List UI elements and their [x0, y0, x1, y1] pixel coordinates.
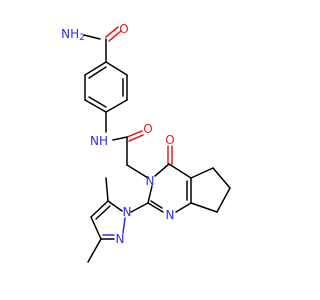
bond-methyl-3	[87, 238, 102, 263]
bond-c7a-n1	[175, 202, 192, 213]
bond-benzene-6	[84, 61, 107, 76]
atom-oxo-o: O	[165, 133, 174, 147]
bond-benzene-4	[84, 99, 107, 113]
bond-pz-n2-n1	[122, 217, 126, 234]
atom-labels: NH2 O NH O N O N N N	[61, 22, 175, 246]
bonds	[83, 26, 231, 263]
bond-pz-c5-c4-double	[95, 205, 111, 220]
bond-cp-3	[216, 187, 231, 213]
bond-benzene-inner-2	[88, 96, 107, 108]
bond-ch2-n3	[126, 164, 149, 179]
atom-pyrazole-n2: N	[116, 232, 125, 246]
atom-linker-nh: NH	[90, 134, 108, 148]
bond-n1-c2	[147, 202, 164, 213]
bond-methyl-5	[105, 177, 109, 202]
bond-benzene-3	[105, 99, 128, 113]
bond-benzene-inner-3	[88, 66, 107, 79]
bond-cp-4	[190, 202, 218, 213]
atom-pyrazole-n1: N	[123, 205, 132, 219]
bond-c2-n3	[147, 185, 153, 204]
bond-c2-pyrazole	[130, 202, 149, 213]
bond-pz-n1-c5	[107, 200, 123, 212]
bond-benzene-1	[105, 61, 128, 76]
bond-pz-c4-c3	[90, 216, 102, 240]
atom-acetamide-o: O	[143, 122, 152, 136]
bond-pz-c5-c4	[90, 200, 109, 218]
atom-amide-nh2: NH2	[61, 27, 85, 43]
bond-amide-c-n	[83, 34, 101, 40]
bond-amide-c-o	[105, 26, 119, 38]
bond-acetamide-c-o	[126, 130, 143, 138]
bond-acetamide-c-o-double	[128, 134, 144, 142]
atom-ring-n1: N	[166, 208, 175, 222]
atom-ring-n3: N	[146, 174, 155, 188]
bond-amide-c-o-double	[108, 30, 122, 42]
bond-nh-carbonyl	[112, 136, 128, 141]
bond-n3-c4	[154, 163, 170, 177]
atom-amide-o: O	[119, 22, 128, 36]
bond-cp-1	[190, 167, 214, 179]
bond-cp-2	[212, 167, 231, 189]
bond-c4-c4a	[168, 163, 192, 179]
bond-n1-c2-double	[150, 200, 163, 209]
molecule-structure: NH2 O NH O N O N N N	[61, 22, 231, 263]
